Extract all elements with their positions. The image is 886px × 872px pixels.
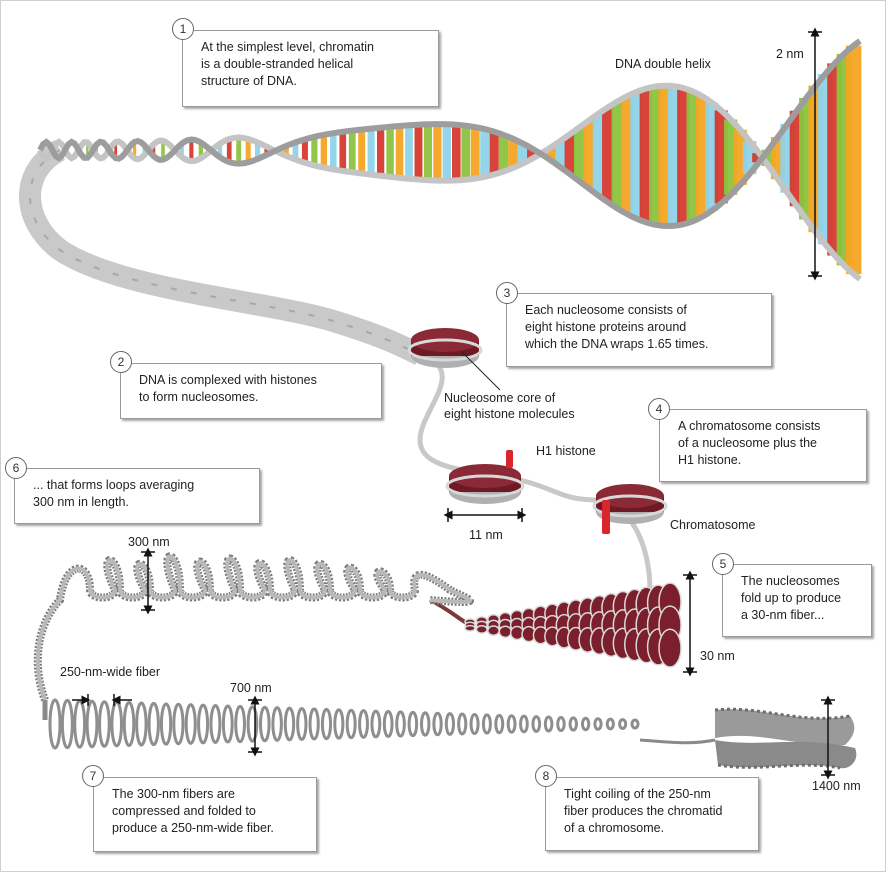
chromatid [714, 707, 857, 770]
step-8-box: Tight coiling of the 250-nm fiber produc… [545, 777, 759, 851]
step-8-text: Tight coiling of the 250-nm fiber produc… [564, 787, 723, 835]
1400nm-label: 1400 nm [812, 779, 861, 793]
nucleosome-3 [407, 328, 483, 368]
dna-ribbon-stripes [29, 149, 421, 356]
dna-helix-label: DNA double helix [615, 57, 711, 71]
nucleosome-core-label: Nucleosome core of eight histone molecul… [444, 391, 575, 421]
step-1-box: At the simplest level, chromatin is a do… [182, 30, 439, 107]
11nm-label: 11 nm [469, 528, 503, 542]
step-7-text: The 300-nm fibers are compressed and fol… [112, 787, 274, 835]
step-7-number: 7 [82, 765, 104, 787]
300nm-label: 300 nm [128, 535, 170, 549]
step-6-number: 6 [5, 457, 27, 479]
step-1-text: At the simplest level, chromatin is a do… [201, 40, 374, 88]
step-6-box: ... that forms loops averaging 300 nm in… [14, 468, 260, 524]
step-4-number: 4 [648, 398, 670, 420]
nucleosome-11nm [445, 450, 525, 504]
2nm-label: 2 nm [776, 47, 804, 61]
step-1-number: 1 [172, 18, 194, 40]
step-6-text: ... that forms loops averaging 300 nm in… [33, 478, 195, 509]
step-5-box: The nucleosomes fold up to produce a 30-… [722, 564, 872, 637]
nucleosome-leader [461, 351, 501, 391]
step-2-number: 2 [110, 351, 132, 373]
chromatosome-shape [592, 484, 668, 534]
dna-double-helix [37, 38, 862, 282]
300nm-loops [33, 552, 474, 702]
step-3-text: Each nucleosome consists of eight histon… [525, 303, 709, 351]
250nm-fiber-label: 250-nm-wide fiber [60, 665, 161, 679]
step-8-number: 8 [535, 765, 557, 787]
step-5-text: The nucleosomes fold up to produce a 30-… [741, 574, 842, 622]
step-2-box: DNA is complexed with histones to form n… [120, 363, 382, 419]
step-3-number: 3 [496, 282, 518, 304]
step-3-box: Each nucleosome consists of eight histon… [506, 293, 772, 367]
h1-histone-label: H1 histone [536, 444, 596, 458]
250nm-fiber [42, 698, 716, 750]
step-4-text: A chromatosome consists of a nucleosome … [678, 419, 821, 467]
chromatosome-label: Chromatosome [670, 518, 756, 532]
step-4-box: A chromatosome consists of a nucleosome … [659, 409, 867, 482]
arrow-250nm [72, 694, 132, 706]
30nm-label: 30 nm [700, 649, 735, 663]
30nm-fiber [429, 582, 682, 668]
step-2-text: DNA is complexed with histones to form n… [139, 373, 317, 404]
700nm-label: 700 nm [230, 681, 272, 695]
step-7-box: The 300-nm fibers are compressed and fol… [93, 777, 317, 852]
step-5-number: 5 [712, 553, 734, 575]
